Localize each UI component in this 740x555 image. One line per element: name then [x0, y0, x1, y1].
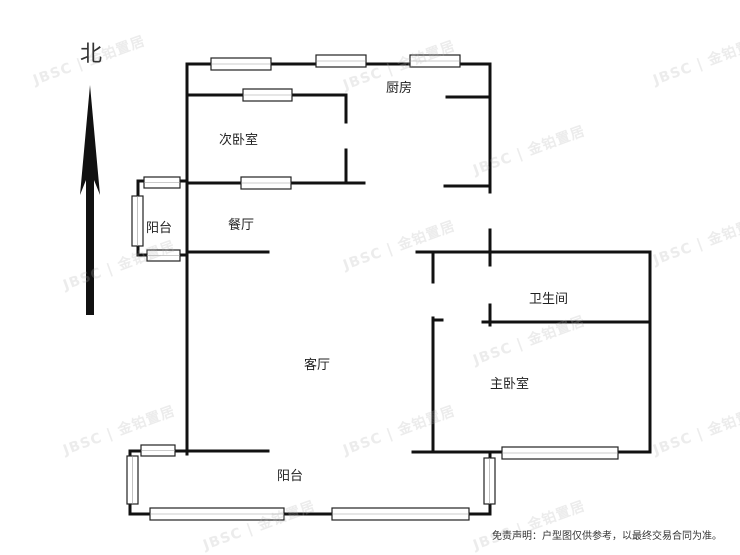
room-label-second-bedroom: 次卧室	[219, 133, 259, 148]
room-label-kitchen: 厨房	[386, 81, 413, 96]
window-icon	[143, 176, 181, 189]
window-icon	[126, 455, 139, 505]
room-label-living-room: 客厅	[304, 358, 331, 373]
room-label-small-balcony: 阳台	[146, 221, 173, 236]
window-icon	[131, 195, 144, 247]
room-label-dining-room: 餐厅	[228, 218, 255, 233]
window-icon	[240, 176, 292, 190]
window-icon	[149, 507, 285, 521]
window-icon	[331, 507, 470, 521]
window-icon	[242, 88, 293, 102]
window-icon	[210, 57, 272, 71]
window-icon	[483, 457, 496, 505]
window-icon	[315, 54, 367, 68]
window-icon	[140, 444, 176, 457]
room-label-bathroom: 卫生间	[529, 292, 569, 307]
room-label-master-bedroom: 主卧室	[490, 377, 530, 392]
disclaimer-text: 免责声明：户型图仅供参考，以最终交易合同为准。	[492, 531, 722, 542]
compass-label: 北	[80, 42, 103, 67]
windows	[126, 54, 619, 521]
room-label-main-balcony: 阳台	[277, 469, 304, 484]
window-icon	[409, 54, 461, 68]
window-icon	[146, 249, 181, 262]
window-icon	[501, 446, 619, 460]
north-arrow-icon	[80, 85, 100, 315]
